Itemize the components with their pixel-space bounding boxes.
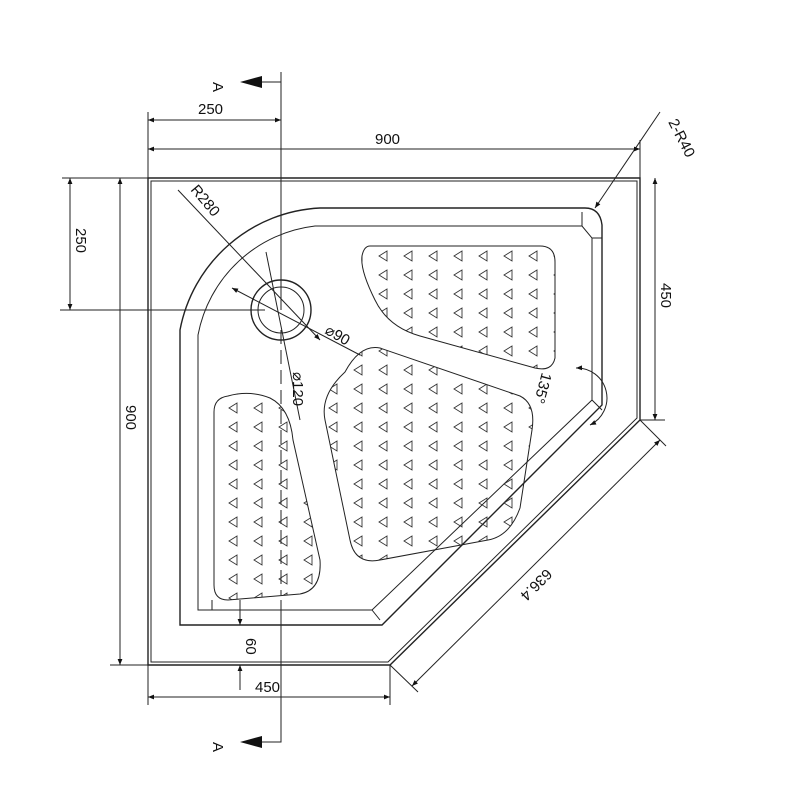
dim-left-height: 900 xyxy=(122,405,139,430)
dim-drain-inner: ⌀90 xyxy=(322,322,353,350)
dim-top-offset: 250 xyxy=(198,101,223,118)
anti-slip-pad-middle xyxy=(323,347,534,562)
dim-bottom-rim: 60 xyxy=(242,638,259,655)
section-label-bottom: A xyxy=(209,742,226,752)
basin-inner xyxy=(197,225,593,611)
dim-corner-radius: 2-R40 xyxy=(664,116,698,160)
dim-top-width: 900 xyxy=(375,131,400,148)
dim-bottom-width: 450 xyxy=(255,679,280,696)
dim-angle: 135° xyxy=(530,371,554,405)
dim-right-height: 450 xyxy=(657,283,674,308)
anti-slip-pad-left xyxy=(213,392,321,601)
basin-rim xyxy=(179,207,603,626)
dim-left-offset: 250 xyxy=(72,228,89,253)
dim-diagonal: 636.4 xyxy=(517,565,556,604)
rim-detail-lines xyxy=(211,212,603,621)
dim-drain-outer: ⌀120 xyxy=(289,372,306,406)
dim-arc-radius: R280 xyxy=(187,182,223,220)
section-label-top: A xyxy=(209,82,226,92)
anti-slip-pad-top xyxy=(361,245,556,370)
